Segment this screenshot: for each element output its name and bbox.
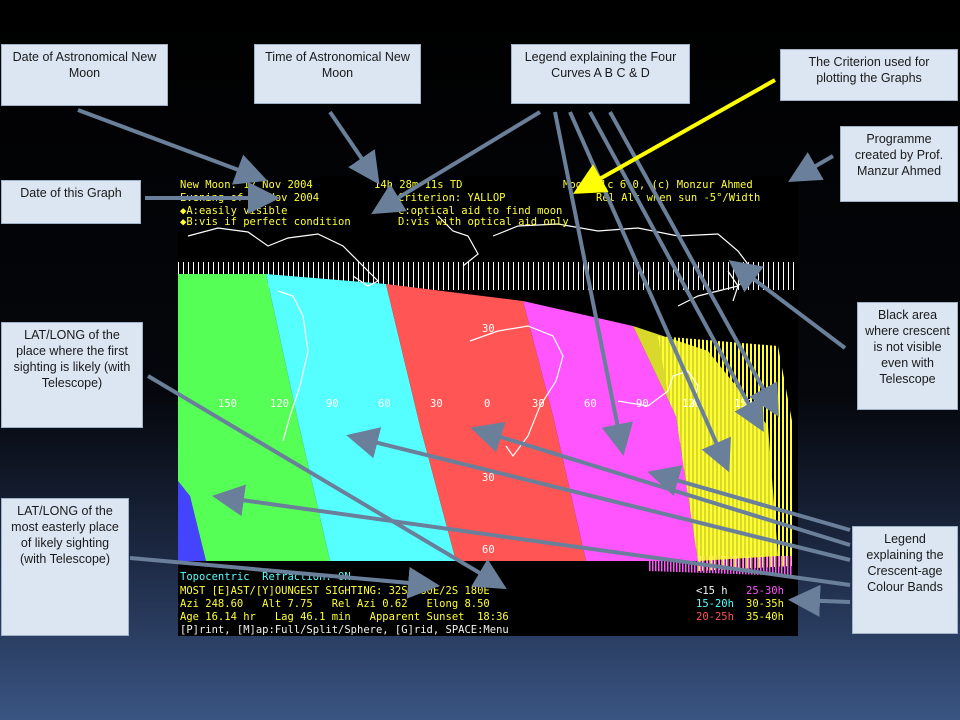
lon-label: 0 xyxy=(484,398,491,410)
lon-label: 90 xyxy=(636,398,649,410)
curve-d-legend: D:vis with optical aid only xyxy=(398,216,569,228)
new-moon-date: New Moon: 12 Nov 2004 xyxy=(180,179,313,191)
band-legend-item: 35-40h xyxy=(746,611,784,623)
band-legend-item: 25-30h xyxy=(746,585,784,597)
label-legend-curves: Legend explaining the Four Curves A B C … xyxy=(511,44,690,104)
lat-label: 60 xyxy=(482,544,495,556)
lon-label: 150 xyxy=(734,398,753,410)
lon-label: 150 xyxy=(218,398,237,410)
label-easterly: LAT/LONG of the most easterly place of l… xyxy=(1,498,129,636)
label-new-moon-time: Time of Astronomical New Moon xyxy=(254,44,421,104)
azimuth-text: Azi 248.60 Alt 7.75 Rel Azi 0.62 Elong 8… xyxy=(180,598,490,610)
lon-label: 60 xyxy=(378,398,391,410)
age-text: Age 16.14 hr Lag 46.1 min Apparent Sunse… xyxy=(180,611,509,623)
program-credit: MoonCalc 6.0, (c) Monzur Ahmed xyxy=(563,179,753,191)
label-first-sighting: LAT/LONG of the place where the first si… xyxy=(1,322,143,428)
label-black-area: Black area where crescent is not visible… xyxy=(857,302,958,410)
lat-label: 30 xyxy=(482,472,495,484)
curve-b-legend: ◆B:vis if perfect condition xyxy=(180,216,351,228)
band-legend-item: 20-25h xyxy=(696,611,734,623)
label-graph-date: Date of this Graph xyxy=(1,180,141,224)
band-legend-item: <15 h xyxy=(696,585,728,597)
lon-label: 60 xyxy=(584,398,597,410)
new-moon-time: 14h 28m 11s TD xyxy=(374,179,463,191)
criterion-detail: Rel Alt when sun -5°/Width xyxy=(596,192,761,204)
label-legend-bands: Legend explaining the Crescent-age Colou… xyxy=(852,526,958,634)
topocentric-text: Topocentric Refraction: ON xyxy=(180,571,351,583)
lon-label: 30 xyxy=(430,398,443,410)
lon-label: 90 xyxy=(326,398,339,410)
lat-label: 30 xyxy=(482,323,495,335)
mooncalc-screen: New Moon: 12 Nov 2004 14h 28m 11s TD Moo… xyxy=(178,176,798,636)
band-legend-item: 15-20h xyxy=(696,598,734,610)
curve-a-legend: ◆A:easily visible xyxy=(180,205,288,217)
menu-text: [P]rint, [M]ap:Full/Split/Sphere, [G]rid… xyxy=(180,624,509,636)
arrow-new-moon-date xyxy=(77,108,268,185)
lon-label: 120 xyxy=(270,398,289,410)
lon-label: 120 xyxy=(682,398,701,410)
criterion-text: Criterion: YALLOP xyxy=(398,192,506,204)
easterly-sighting-text: MOST [E]AST/[Y]OUNGEST SIGHTING: 32S 180… xyxy=(180,585,490,597)
label-criterion: The Criterion used for plotting the Grap… xyxy=(780,49,958,101)
band-legend-item: 30-35h xyxy=(746,598,784,610)
lon-label: 30 xyxy=(532,398,545,410)
curve-c-legend: C:optical aid to find moon xyxy=(398,205,563,217)
label-programme: Programme created by Prof. Manzur Ahmed xyxy=(840,126,958,202)
graph-date: Evening of 13 Nov 2004 xyxy=(180,192,320,204)
label-new-moon-date: Date of Astronomical New Moon xyxy=(1,44,168,106)
